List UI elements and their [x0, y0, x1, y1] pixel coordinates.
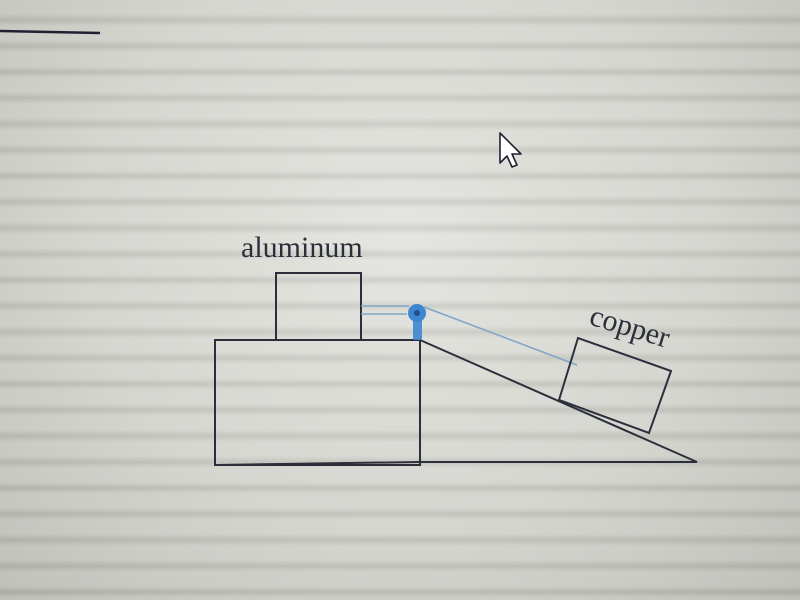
- aluminum-block: [275, 272, 362, 341]
- aluminum-label: aluminum: [241, 231, 363, 264]
- pulley-icon: [408, 304, 426, 340]
- rope-pulley-to-copper: [423, 306, 578, 366]
- top-left-rule: [0, 29, 101, 35]
- incline-wedge: [419, 338, 698, 463]
- ground-line: [214, 461, 421, 466]
- table-block: [214, 339, 421, 466]
- cursor-icon: [499, 132, 522, 168]
- copper-block: [557, 336, 673, 435]
